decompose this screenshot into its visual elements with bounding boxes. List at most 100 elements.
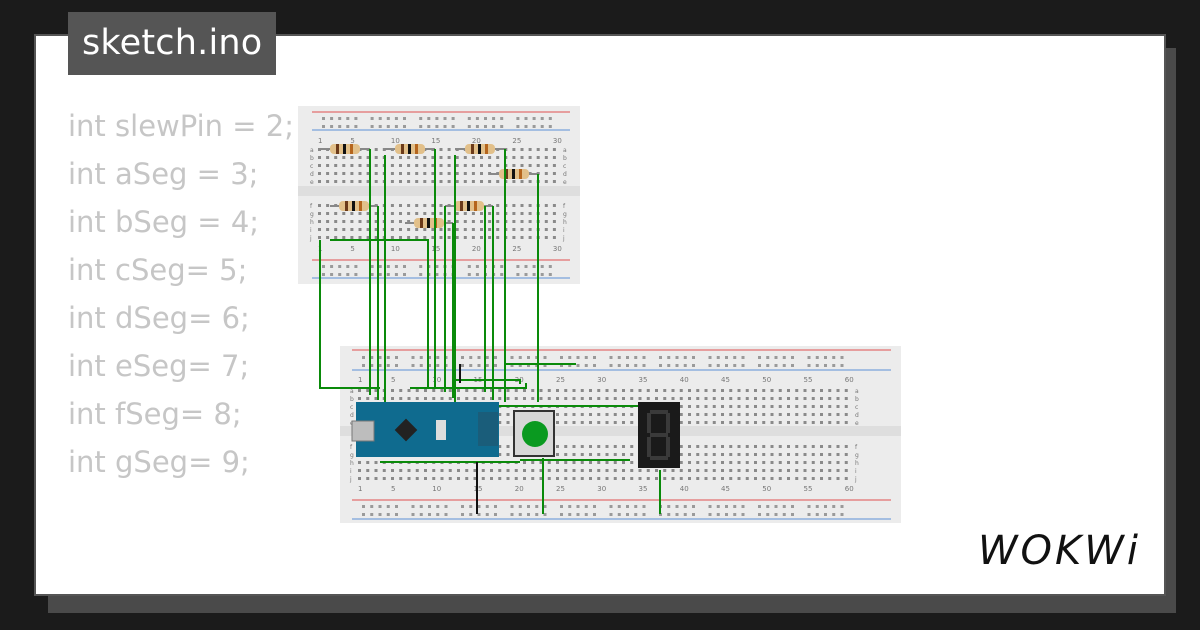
rail-hole bbox=[667, 364, 671, 367]
hole bbox=[754, 421, 757, 424]
hole bbox=[704, 477, 708, 480]
hole bbox=[512, 148, 516, 151]
rail-hole bbox=[386, 117, 390, 120]
hole bbox=[506, 469, 510, 472]
rail-hole bbox=[492, 117, 496, 120]
rail-hole bbox=[346, 273, 350, 276]
hole bbox=[754, 397, 757, 400]
hole bbox=[512, 228, 516, 231]
rail-hole bbox=[444, 513, 448, 516]
hole bbox=[679, 413, 683, 416]
hole bbox=[688, 477, 691, 480]
hole bbox=[448, 477, 452, 480]
hole bbox=[390, 180, 394, 183]
hole bbox=[787, 469, 790, 472]
rail-hole bbox=[469, 513, 473, 516]
hole bbox=[828, 421, 832, 424]
hole bbox=[655, 397, 658, 400]
rail-hole bbox=[394, 117, 398, 120]
code-line: int gSeg= 9; bbox=[68, 445, 250, 479]
rail-hole bbox=[428, 505, 431, 508]
hole bbox=[745, 389, 749, 392]
hole bbox=[836, 405, 840, 408]
rail-hole bbox=[510, 505, 514, 508]
hole bbox=[605, 469, 609, 472]
rail-hole bbox=[467, 265, 471, 268]
hole bbox=[366, 397, 370, 400]
rail-hole bbox=[617, 364, 621, 367]
hole bbox=[580, 477, 584, 480]
rail-hole bbox=[548, 273, 552, 276]
column-number: 5 bbox=[391, 485, 395, 493]
hole bbox=[572, 413, 576, 416]
hole bbox=[498, 445, 502, 448]
rail-hole bbox=[403, 117, 406, 120]
hole bbox=[399, 180, 402, 183]
rail-hole bbox=[659, 513, 662, 516]
rail-hole bbox=[370, 273, 374, 276]
hole bbox=[455, 180, 459, 183]
hole bbox=[729, 405, 733, 408]
rail-hole bbox=[518, 364, 522, 367]
hole bbox=[415, 397, 419, 400]
hole bbox=[366, 469, 370, 472]
file-tab-sketch[interactable]: sketch.ino bbox=[68, 12, 277, 75]
row-letter: i bbox=[563, 227, 565, 234]
hole bbox=[729, 469, 733, 472]
hole bbox=[512, 164, 516, 167]
hole bbox=[787, 453, 790, 456]
rail-hole bbox=[386, 505, 390, 508]
hole bbox=[597, 461, 601, 464]
hole bbox=[415, 236, 419, 239]
hole bbox=[696, 421, 700, 424]
rail-hole bbox=[419, 505, 423, 508]
resistor bbox=[455, 144, 505, 154]
hole bbox=[447, 212, 451, 215]
hole bbox=[391, 397, 394, 400]
hole bbox=[318, 204, 321, 207]
rail-hole bbox=[386, 513, 390, 516]
hole bbox=[523, 477, 526, 480]
hole bbox=[358, 477, 361, 480]
code-line: int aSeg = 3; bbox=[68, 157, 259, 191]
column-number: 1 bbox=[358, 485, 362, 493]
hole bbox=[580, 469, 584, 472]
hole bbox=[523, 461, 526, 464]
hole bbox=[439, 148, 443, 151]
hole bbox=[455, 156, 459, 159]
hole bbox=[415, 389, 419, 392]
hole bbox=[696, 413, 700, 416]
hole bbox=[844, 469, 848, 472]
hole bbox=[520, 148, 524, 151]
rail-hole bbox=[354, 273, 358, 276]
hole bbox=[630, 453, 634, 456]
hole bbox=[737, 421, 741, 424]
hole bbox=[539, 397, 543, 400]
hole bbox=[820, 397, 823, 400]
hole bbox=[318, 212, 321, 215]
hole bbox=[318, 148, 321, 151]
row-letter: c bbox=[310, 163, 313, 170]
rail-hole bbox=[378, 117, 382, 120]
hole bbox=[638, 477, 642, 480]
hole bbox=[630, 413, 634, 416]
rail-hole bbox=[609, 505, 613, 508]
rail-hole bbox=[659, 356, 662, 359]
rail-hole bbox=[766, 505, 770, 508]
rail-hole bbox=[518, 356, 522, 359]
hole bbox=[580, 445, 584, 448]
code-line: int fSeg= 8; bbox=[68, 397, 242, 431]
hole bbox=[564, 421, 568, 424]
hole bbox=[572, 461, 576, 464]
rail-hole bbox=[354, 117, 358, 120]
hole bbox=[778, 453, 782, 456]
column-number: 10 bbox=[432, 376, 441, 384]
hole bbox=[762, 469, 766, 472]
rail-hole bbox=[411, 356, 415, 359]
rail-hole bbox=[386, 356, 390, 359]
row-letter: f bbox=[350, 444, 353, 451]
rail-hole bbox=[494, 364, 497, 367]
hole bbox=[431, 228, 435, 231]
row-letter: e bbox=[310, 179, 314, 186]
